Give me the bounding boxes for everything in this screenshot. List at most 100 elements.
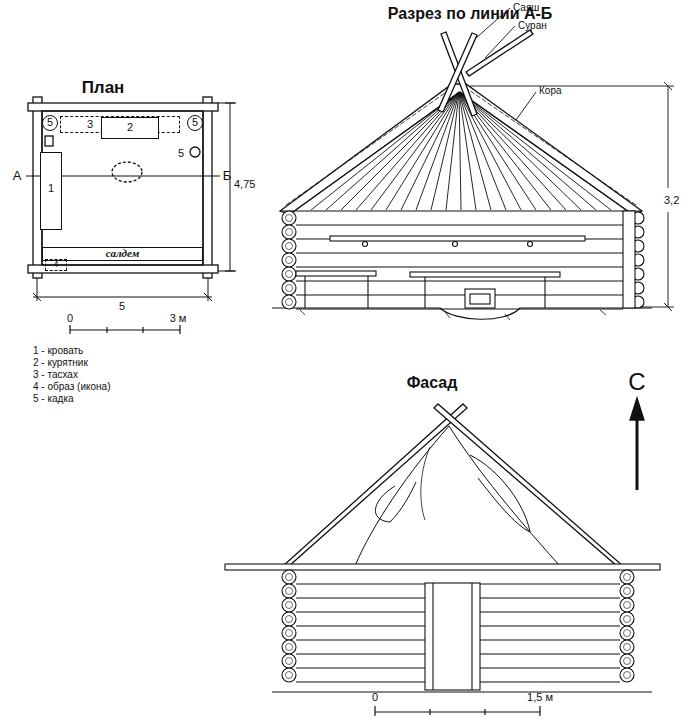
wall-logs-part [624, 602, 631, 609]
wall-logs-part [286, 602, 293, 609]
wall-logs-part [286, 658, 293, 665]
section-roof-part [280, 84, 642, 214]
plan-walls-part [42, 111, 203, 265]
facade-roof-part [355, 426, 560, 566]
roof-poles-part [466, 30, 533, 76]
wall-logs [282, 211, 644, 309]
wall-logs-part [624, 574, 631, 581]
rafters-part [401, 92, 459, 210]
section-interior-part [544, 277, 545, 308]
wall-logs-part [296, 308, 623, 309]
wall-logs-part [286, 574, 293, 581]
drawing-label: А [13, 169, 22, 183]
facade-roof [283, 404, 623, 566]
wall-logs-part [286, 588, 293, 595]
dimension-lines-part [33, 297, 212, 298]
drawing-label: 1 - кровать [33, 345, 83, 356]
wall-logs-part [620, 612, 634, 626]
wall-logs-part [624, 672, 631, 679]
facade-walls-part [471, 583, 472, 690]
callout-number: 3 [87, 119, 93, 131]
wall-logs-part [282, 570, 296, 584]
rafters-part [459, 92, 596, 210]
north-arrow [630, 398, 644, 490]
wall-logs-part [282, 211, 296, 225]
drawing-label: 4,75 [234, 178, 255, 190]
wall-logs-part [296, 252, 623, 253]
scale-bar-part [106, 327, 107, 333]
dimension-lines-part [33, 293, 41, 301]
drawing-label: 0 [372, 691, 378, 703]
section-interior-part [410, 272, 560, 277]
wall-logs-part [620, 598, 634, 612]
section-leaders-part [516, 92, 536, 120]
wall-logs-part [282, 225, 296, 239]
wall-logs-part [286, 243, 293, 250]
callout-number: 5 [192, 117, 198, 129]
section-walls-part [623, 211, 635, 308]
facade-walls-part [272, 691, 652, 692]
callout-number: 2 [127, 122, 133, 134]
scale-bar-part [69, 325, 70, 334]
wall-logs-part [624, 588, 631, 595]
rafters-part [459, 92, 626, 210]
section-leaders-part [668, 86, 669, 188]
drawing-label: 5 [178, 147, 184, 159]
wall-logs-part [296, 224, 623, 225]
dimension-lines [33, 103, 236, 301]
drawing-label: 5 [119, 300, 125, 312]
wall-logs-part [282, 267, 296, 281]
facade-roof-part [434, 404, 623, 566]
tasakh-box: 32 [60, 116, 180, 133]
wall-logs-part [620, 584, 634, 598]
view-title: Фасад [407, 374, 458, 392]
scale-bar-part [142, 327, 143, 333]
scale-bar [375, 706, 540, 716]
rafters-part [459, 92, 581, 210]
wall-logs-part [286, 644, 293, 651]
drawing-label: 0 [67, 312, 73, 324]
facade-roof-part [421, 447, 430, 520]
plan-details-part [45, 136, 53, 146]
section-leaders-part [664, 303, 672, 311]
tub-circle: 5 [42, 115, 58, 131]
section-leaders-part [485, 26, 515, 58]
wall-logs-part [282, 654, 296, 668]
callout-number: 5 [47, 117, 53, 129]
wall-logs-part [282, 598, 296, 612]
callout-number: 1 [48, 183, 54, 195]
wall-logs-part [282, 295, 296, 309]
plan-details-part [112, 162, 142, 182]
facade-walls-part [432, 583, 433, 690]
scale-bar-part [429, 709, 430, 715]
dimension-lines-part [230, 103, 231, 271]
drawing-label: Суран [518, 20, 547, 31]
scale-bar-part [374, 706, 375, 716]
scale-bar-part [539, 706, 540, 716]
wall-logs-part [286, 285, 293, 292]
section-leaders-part [668, 212, 669, 307]
wall-logs-part [282, 668, 296, 682]
wall-logs-part [282, 584, 296, 598]
section-leaders [470, 8, 674, 311]
scale-bar-part [375, 711, 540, 712]
wall-logs-part [296, 280, 623, 281]
wall-logs-part [296, 294, 623, 295]
wall-logs-part [286, 215, 293, 222]
north-arrow-part [630, 398, 644, 420]
tub-circle: 5 [187, 115, 203, 131]
plan-details-part [190, 147, 200, 157]
section-interior-part [304, 276, 305, 308]
plan-walls-part [203, 97, 212, 278]
callout-number: салдем [106, 248, 139, 260]
drawing-label: 4 - образ (икона) [33, 381, 111, 392]
scale-bar-part [484, 709, 485, 715]
section-interior-part [453, 242, 458, 247]
drawing-label: 1,5 м [527, 691, 553, 703]
section-interior-part [367, 276, 368, 308]
icon-box: 4 [45, 259, 67, 271]
callout-number: 4 [53, 260, 58, 269]
section-interior-part [465, 289, 495, 308]
drawing-label: 2 - курятник [33, 357, 88, 368]
